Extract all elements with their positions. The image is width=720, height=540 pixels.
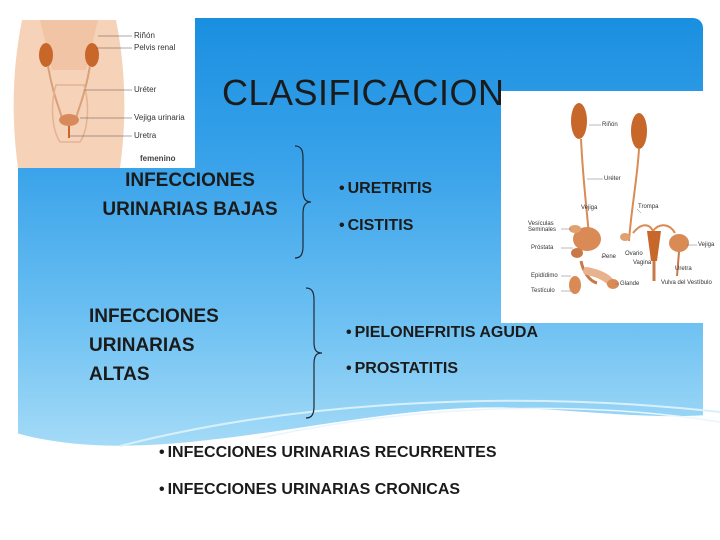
item-recurrentes: •INFECCIONES URINARIAS RECURRENTES — [159, 444, 497, 462]
female-label-vagina: Vagina — [633, 260, 652, 266]
bullet-icon: • — [346, 360, 352, 377]
male-label-vejiga: Vejiga — [581, 205, 598, 211]
urinary-reproductive-illustration — [501, 91, 720, 323]
male-urinary-diagram: Riñón Uréter Vejiga Vesículas Seminales … — [501, 91, 720, 323]
heading-bajas-line-2: URINARIAS BAJAS — [102, 199, 278, 220]
bullet-icon: • — [339, 217, 345, 234]
white-wave-decoration — [0, 399, 720, 540]
male-label-glande: Glande — [620, 281, 640, 287]
label-pelvis-renal: Pelvis renal — [134, 43, 176, 52]
item-prostatitis: •PROSTATITIS — [346, 360, 458, 378]
caption-femenino: femenino — [140, 154, 176, 163]
kidney-left — [571, 103, 587, 139]
item-cistitis-label: CISTITIS — [347, 217, 414, 234]
label-uretra: Uretra — [134, 131, 157, 140]
item-recurrentes-label: INFECCIONES URINARIAS RECURRENTES — [167, 444, 497, 461]
female-label-vulva: Vulva del Vestíbulo — [661, 280, 712, 286]
heading-altas-line-3: ALTAS — [89, 364, 150, 385]
male-label-testiculo: Testículo — [531, 288, 555, 294]
female-anatomy-illustration — [0, 0, 195, 168]
male-label-rinon: Riñón — [602, 122, 618, 128]
label-ureter: Uréter — [134, 85, 157, 94]
label-rinon: Riñón — [134, 31, 155, 40]
female-label-trompa: Trompa — [638, 204, 659, 210]
kidney-right — [631, 113, 647, 149]
item-uretritis: •URETRITIS — [339, 180, 432, 198]
female-label-vejiga: Vejiga — [698, 242, 715, 248]
male-label-vesiculas: Vesículas Seminales — [528, 221, 557, 233]
left-kidney — [39, 43, 53, 67]
bullet-icon: • — [159, 444, 165, 461]
item-prostatitis-label: PROSTATITIS — [354, 360, 459, 377]
item-pielonefritis-label: PIELONEFRITIS AGUDA — [354, 324, 539, 341]
item-cistitis: •CISTITIS — [339, 217, 413, 235]
testicle — [569, 276, 581, 294]
heading-altas-line-1: INFECCIONES — [89, 306, 219, 327]
female-label-ovario: Ovario — [625, 251, 643, 257]
slide-title: CLASIFICACION — [222, 72, 505, 113]
brace-altas — [305, 287, 323, 419]
male-label-pene: Pene — [602, 254, 617, 260]
heading-infecciones-altas: INFECCIONES URINARIAS ALTAS — [89, 302, 259, 389]
right-kidney — [85, 43, 99, 67]
bladder — [59, 114, 79, 126]
item-uretritis-label: URETRITIS — [347, 180, 433, 197]
item-pielonefritis: •PIELONEFRITIS AGUDA — [346, 324, 538, 342]
female-urinary-diagram: Riñón Pelvis renal Uréter Vejiga urinari… — [0, 0, 195, 168]
male-label-epididimo: Epidídimo — [531, 273, 558, 279]
bladder-male — [573, 227, 601, 251]
male-label-prostata: Próstata — [531, 245, 554, 251]
female-label-uretra: Uretra — [675, 266, 692, 272]
heading-altas-line-2: URINARIAS — [89, 335, 195, 356]
label-vejiga-urinaria: Vejiga urinaria — [134, 113, 185, 122]
bullet-icon: • — [159, 481, 165, 498]
heading-bajas-line-1: INFECCIONES — [125, 170, 255, 191]
item-cronicas: •INFECCIONES URINARIAS CRONICAS — [159, 481, 460, 499]
bullet-icon: • — [339, 180, 345, 197]
bullet-icon: • — [346, 324, 352, 341]
heading-infecciones-bajas: INFECCIONES URINARIAS BAJAS — [80, 166, 300, 224]
male-label-ureter: Uréter — [604, 176, 621, 182]
brace-bajas — [294, 145, 312, 259]
item-cronicas-label: INFECCIONES URINARIAS CRONICAS — [167, 481, 461, 498]
